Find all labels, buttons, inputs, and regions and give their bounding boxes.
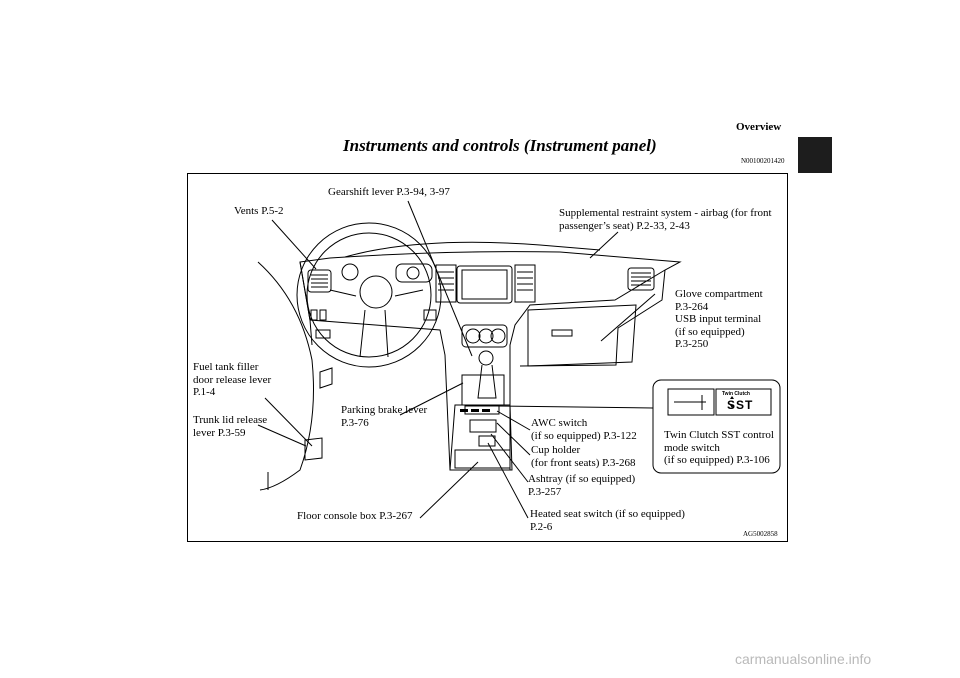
label-ashtray: Ashtray (if so equipped) P.3-257 (528, 473, 636, 498)
label-gearshift-lever: Gearshift lever P.3-94, 3-97 (328, 186, 450, 198)
inset-brand-top: Twin Clutch (722, 391, 750, 397)
label-cup-holder: Cup holder (for front seats) P.3-268 (531, 444, 636, 469)
section-code: N00100201420 (741, 157, 785, 165)
illustration-code: AG5002858 (743, 530, 778, 538)
label-heated-seat-switch: Heated seat switch (if so equipped) P.2-… (530, 508, 685, 533)
inset-brand-bottom: SST (727, 398, 754, 412)
section-heading: Overview (736, 121, 782, 133)
label-twin-clutch-switch: Twin Clutch SST control mode switch (if … (664, 429, 774, 466)
chapter-tab (798, 137, 832, 173)
label-fuel-door-release: Fuel tank filler door release lever P.1-… (193, 361, 272, 398)
label-trunk-release: Trunk lid release lever P.3-59 (193, 414, 268, 439)
illustration-frame (187, 173, 788, 542)
label-parking-brake: Parking brake lever P.3-76 (341, 404, 428, 429)
label-vents: Vents P.5-2 (234, 205, 284, 217)
label-floor-console-box: Floor console box P.3-267 (297, 510, 413, 522)
page-title: Instruments and controls (Instrument pan… (343, 136, 657, 155)
label-airbag: Supplemental restraint system - airbag (… (559, 207, 772, 232)
watermark-footer[interactable]: carmanualsonline.info (735, 651, 872, 667)
label-glove-compartment: Glove compartment P.3-264 USB input term… (675, 288, 763, 350)
label-awc-switch: AWC switch (if so equipped) P.3-122 (531, 417, 637, 442)
